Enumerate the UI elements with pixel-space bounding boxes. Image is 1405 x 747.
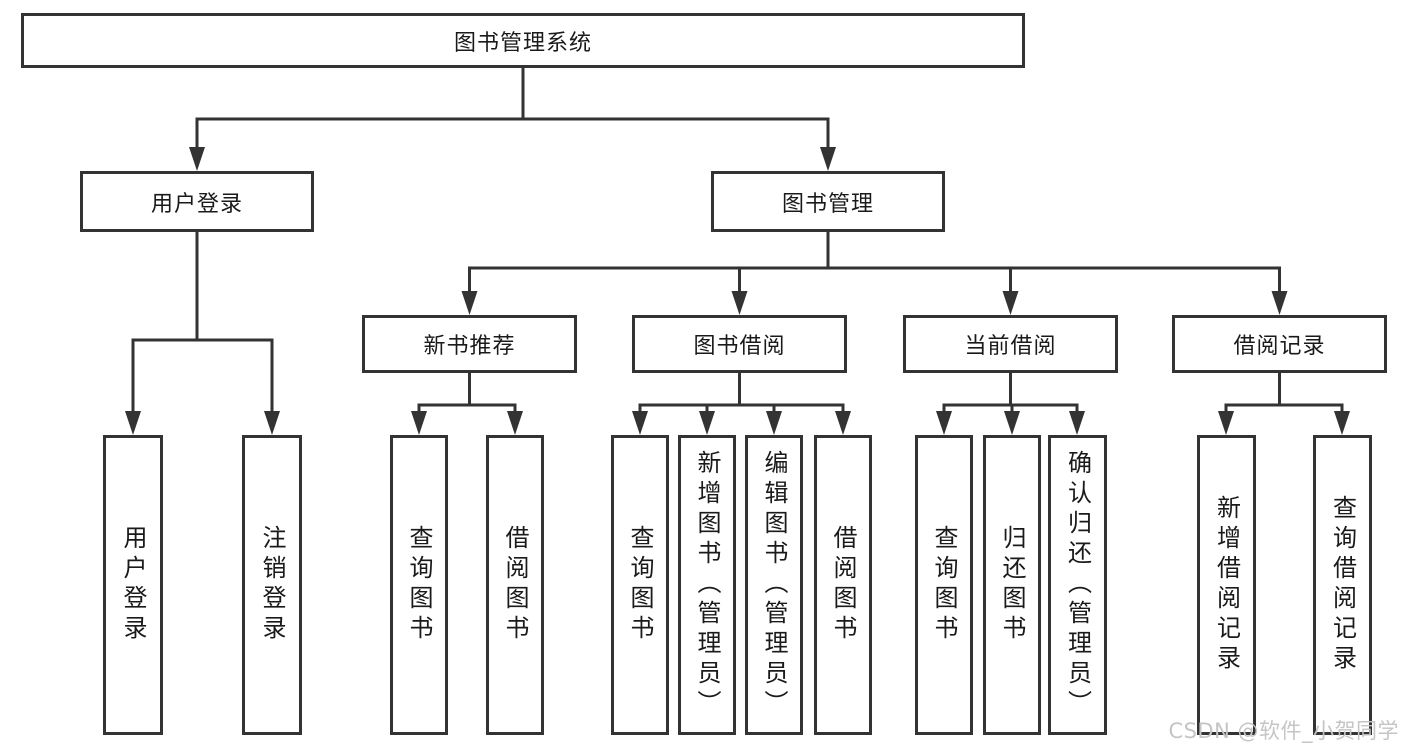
leaf-borrow-books: 借阅图书 [814,435,872,735]
arrow-down-icon [820,147,836,171]
arrow-down-icon [835,411,851,435]
arrow-down-icon [189,147,205,171]
leaf-edit-book-admin: 编辑图书（管理员） [745,435,803,735]
arrow-down-icon [1069,411,1085,435]
connector-borrow-records [1224,373,1344,413]
arrow-down-icon [461,291,478,315]
leaf-logout: 注销登录 [242,435,302,735]
node-new-book-recommend: 新书推荐 [362,315,577,373]
leaf-add-book-admin: 新增图书（管理员） [678,435,736,735]
arrow-down-icon [1004,411,1020,435]
leaf-search-books-recommend: 查询图书 [390,435,448,735]
node-book-borrow: 图书借阅 [632,315,847,373]
arrow-down-icon [632,411,648,435]
connector-new-book [417,373,517,413]
leaf-return-book: 归还图书 [983,435,1041,735]
watermark: CSDN @软件_小贺同学 [1168,719,1399,743]
node-book-management: 图书管理 [711,171,945,232]
leaf-user-login: 用户登录 [103,435,163,735]
connector-root [195,68,830,149]
leaf-search-books-borrow: 查询图书 [611,435,669,735]
node-current-borrow: 当前借阅 [903,315,1118,373]
leaf-add-borrow-record: 新增借阅记录 [1197,435,1256,735]
arrow-down-icon [1334,411,1350,435]
arrow-down-icon [699,411,715,435]
node-user-login: 用户登录 [80,171,314,232]
connector-book-management [468,232,1281,293]
arrow-down-icon [1218,411,1234,435]
connector-book-borrow [638,373,845,413]
arrow-down-icon [936,411,952,435]
node-borrow-records: 借阅记录 [1172,315,1387,373]
leaf-confirm-return-admin: 确认归还（管理员） [1048,435,1107,735]
arrow-down-icon [264,411,280,435]
arrow-down-icon [411,411,427,435]
node-library-system: 图书管理系统 [21,13,1025,68]
arrow-down-icon [766,411,782,435]
leaf-search-books-current: 查询图书 [915,435,973,735]
arrow-down-icon [507,411,523,435]
arrow-down-icon [125,411,141,435]
arrow-down-icon [731,291,748,315]
connector-user-login [131,232,274,413]
connector-current-borrow [942,373,1079,413]
leaf-search-borrow-record: 查询借阅记录 [1313,435,1372,735]
arrow-down-icon [1002,291,1019,315]
leaf-borrow-books-recommend: 借阅图书 [486,435,544,735]
arrow-down-icon [1271,291,1288,315]
